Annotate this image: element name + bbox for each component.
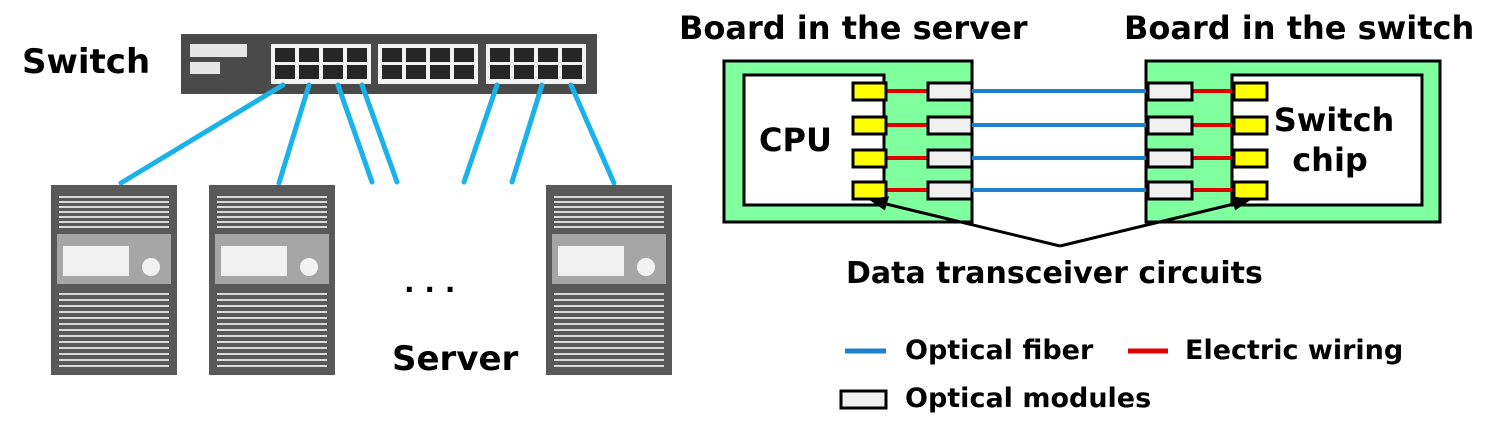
board-server-label: Board in the server — [679, 9, 1028, 47]
legend-module-swatch — [839, 389, 888, 410]
transceiver-circuit — [1232, 180, 1269, 201]
switch-port — [430, 48, 450, 62]
optical-module — [926, 81, 974, 102]
switch-port — [382, 65, 402, 79]
optical-module — [1146, 180, 1194, 201]
cpu-label: CPU — [759, 121, 832, 159]
switch-port — [490, 65, 510, 79]
optical-module — [926, 115, 974, 136]
transceiver-circuit — [1232, 81, 1269, 102]
cable-5 — [461, 82, 500, 185]
legend-module-label: Optical modules — [905, 383, 1151, 414]
cable-1 — [118, 82, 286, 186]
transceiver-circuit — [851, 148, 888, 169]
transceiver-label: Data transceiver circuits — [846, 256, 1263, 291]
switch-port — [382, 48, 402, 62]
pointer-arrow-left — [867, 196, 890, 211]
transceiver-circuit — [1232, 115, 1269, 136]
optical-module — [926, 148, 974, 169]
switch-port — [406, 48, 426, 62]
cable-2 — [276, 82, 312, 186]
optical-module — [926, 180, 974, 201]
switch-port — [490, 48, 510, 62]
transceiver-circuit — [851, 81, 888, 102]
switch-port — [299, 65, 319, 79]
switch-port — [323, 48, 343, 62]
server-label: Server — [392, 339, 519, 379]
pointer-arrow-right — [1230, 196, 1253, 211]
switch-port — [406, 65, 426, 79]
server-tower-icon — [51, 185, 177, 375]
switch-port — [454, 65, 474, 79]
switch-port — [514, 65, 534, 79]
transceiver-circuit — [1232, 148, 1269, 169]
switch-port — [514, 48, 534, 62]
switch-chip-label-line1: Switch — [1274, 101, 1395, 139]
optical-module — [1146, 115, 1194, 136]
switch-port — [275, 65, 295, 79]
legend-wiring-label: Electric wiring — [1185, 335, 1403, 366]
network-switch-icon — [181, 34, 597, 94]
switch-chip-label-line2: chip — [1292, 141, 1368, 179]
switch-port — [454, 48, 474, 62]
ellipsis: . . . — [404, 266, 455, 299]
optical-module — [1146, 148, 1194, 169]
cable-3 — [335, 82, 375, 185]
cable-4 — [359, 82, 400, 185]
switch-label: Switch — [22, 42, 150, 82]
server-tower-icon — [209, 185, 335, 375]
switch-port — [538, 65, 558, 79]
legend: Optical fiber Electric wiring Optical mo… — [839, 335, 1403, 414]
switch-port — [299, 48, 319, 62]
switch-port — [275, 48, 295, 62]
transceiver-pointers — [867, 196, 1253, 248]
optical-module — [1146, 81, 1194, 102]
legend-fiber-label: Optical fiber — [905, 335, 1094, 366]
switch-port — [347, 48, 367, 62]
board-switch-label: Board in the switch — [1124, 9, 1474, 47]
switch-port — [323, 65, 343, 79]
transceiver-circuit — [851, 115, 888, 136]
switch-port — [562, 48, 582, 62]
switch-port — [538, 48, 558, 62]
switch-port — [347, 65, 367, 79]
transceiver-circuit — [851, 180, 888, 201]
cable-6 — [509, 82, 545, 185]
switch-port — [430, 65, 450, 79]
switch-port — [562, 65, 582, 79]
cable-7 — [568, 82, 617, 186]
server-tower-icon — [546, 185, 672, 375]
switch-cables — [118, 82, 617, 186]
